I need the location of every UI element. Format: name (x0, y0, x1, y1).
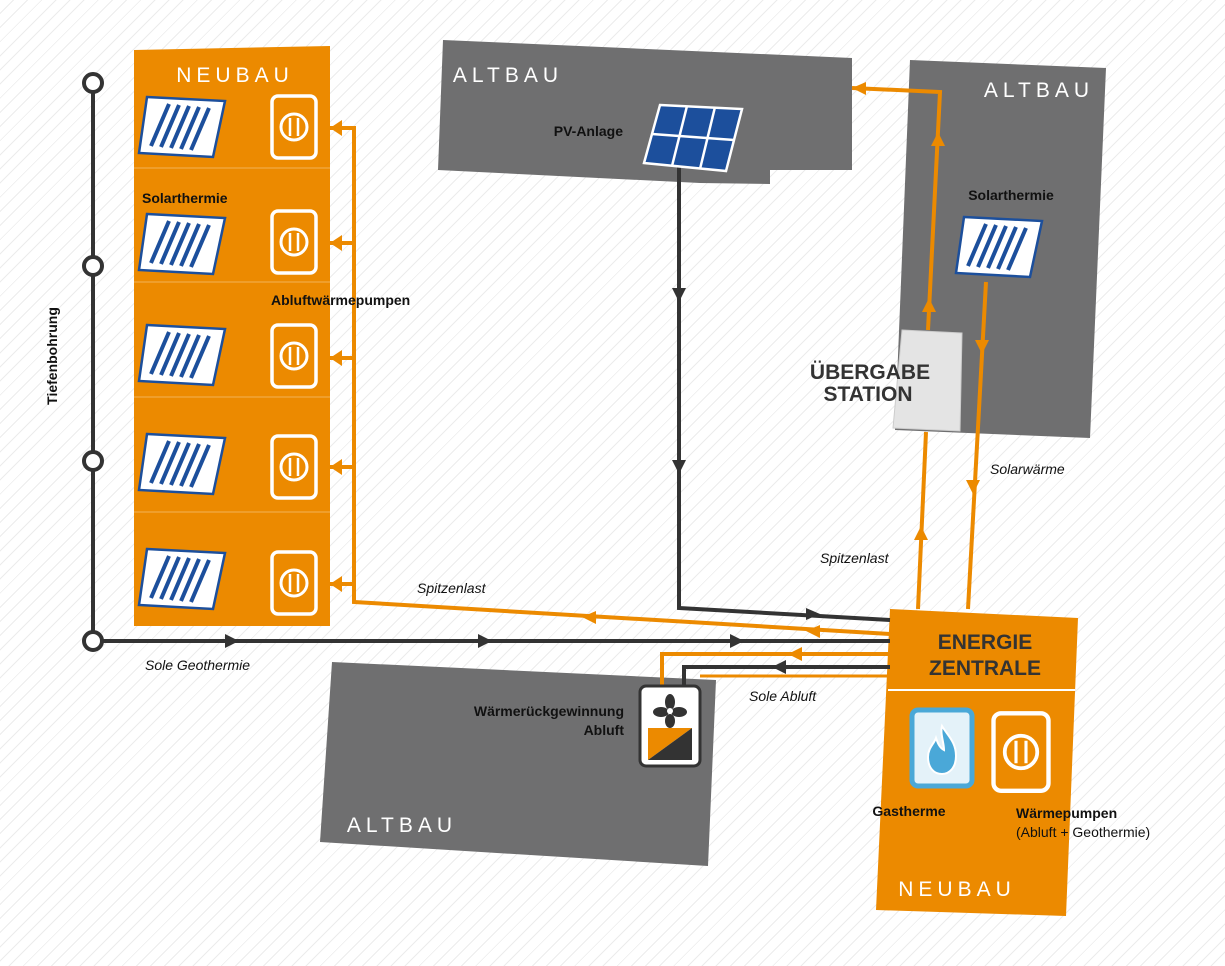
station-line1: ÜBERGABE (810, 361, 930, 384)
flow-arrow (772, 660, 786, 674)
flow-arrow (672, 288, 686, 302)
flow-arrow (788, 647, 802, 661)
spitzenlast-left-line (330, 126, 891, 636)
station-to-altbau-line (851, 86, 943, 331)
flow-arrow (806, 608, 820, 620)
solarwaerme-line (966, 281, 988, 610)
pv-line (677, 160, 891, 622)
flow-arrow (672, 460, 686, 474)
solar-panel-icon (137, 547, 227, 611)
sole-abluft-line (682, 665, 890, 688)
altbau-bottom-building (320, 662, 716, 866)
borehole-ring (82, 255, 104, 277)
pv-anlage-label: PV-Anlage (554, 123, 623, 139)
solar-panel-icon (137, 212, 227, 276)
solar-panel-icon (137, 323, 227, 387)
flow-arrow (582, 611, 596, 624)
flow-arrow (806, 625, 820, 638)
altbau-right-title: ALTBAU (984, 79, 1094, 102)
flow-arrow (330, 459, 342, 475)
solar-panel-icon (954, 215, 1044, 279)
solarwaerme-label: Solarwärme (990, 461, 1065, 477)
spitzenlast-right-line (916, 431, 928, 610)
altbau-top-building (438, 40, 852, 184)
heat-recovery-icon (638, 684, 702, 768)
borehole-ring (82, 450, 104, 472)
waermepumpen-sub-label: (Abluft + Geothermie) (1016, 824, 1150, 840)
gastherme-label: Gastherme (872, 803, 945, 819)
recovery-line1: Wärmerückgewinnung (474, 703, 624, 719)
uebergabe-station (892, 329, 963, 432)
sole-abluft-label: Sole Abluft (749, 688, 817, 704)
flow-arrow (852, 82, 866, 95)
station-line2: STATION (823, 383, 912, 406)
flow-arrow (975, 340, 989, 354)
borehole-ring (82, 630, 104, 652)
altbau-top-title: ALTBAU (453, 64, 563, 87)
flow-arrow (922, 298, 936, 312)
flow-arrow (330, 576, 342, 592)
spitzenlast-right-label: Spitzenlast (820, 550, 890, 566)
tiefenbohrung-label: Tiefenbohrung (44, 307, 60, 405)
solar-panel-icon (137, 95, 227, 159)
sole-geothermie-label: Sole Geothermie (145, 657, 250, 673)
flow-arrow (914, 526, 928, 540)
waermepumpen-label: Wärmepumpen (1016, 805, 1117, 821)
flow-arrow (966, 480, 980, 494)
abluft-orange-line (660, 652, 890, 688)
gas-boiler-icon (909, 707, 975, 789)
flow-arrow (330, 235, 342, 251)
solar-panel-icon (137, 432, 227, 496)
altbau-bottom-title: ALTBAU (347, 814, 457, 837)
pv-panel-icon (642, 103, 744, 173)
flow-arrow (225, 634, 239, 648)
abluftwaermepumpen-label: Abluftwärmepumpen (271, 292, 410, 308)
spitzenlast-left-label: Spitzenlast (417, 580, 487, 596)
solarthermie-right-label: Solarthermie (968, 187, 1054, 203)
flow-arrow (730, 634, 744, 648)
flow-arrow (330, 350, 342, 366)
energiezentrale-building (876, 609, 1078, 916)
neubau-ez-title: NEUBAU (898, 878, 1016, 901)
solarthermie-left-label: Solarthermie (142, 190, 228, 206)
energiezentrale-line1: ENERGIE (938, 631, 1033, 654)
flow-arrow (330, 120, 342, 136)
flow-arrow (478, 634, 492, 648)
flow-arrow (931, 132, 945, 146)
recovery-line2: Abluft (584, 722, 625, 738)
borehole-ring (82, 72, 104, 94)
neubau-left-title: NEUBAU (176, 64, 294, 87)
energiezentrale-line2: ZENTRALE (929, 657, 1041, 680)
